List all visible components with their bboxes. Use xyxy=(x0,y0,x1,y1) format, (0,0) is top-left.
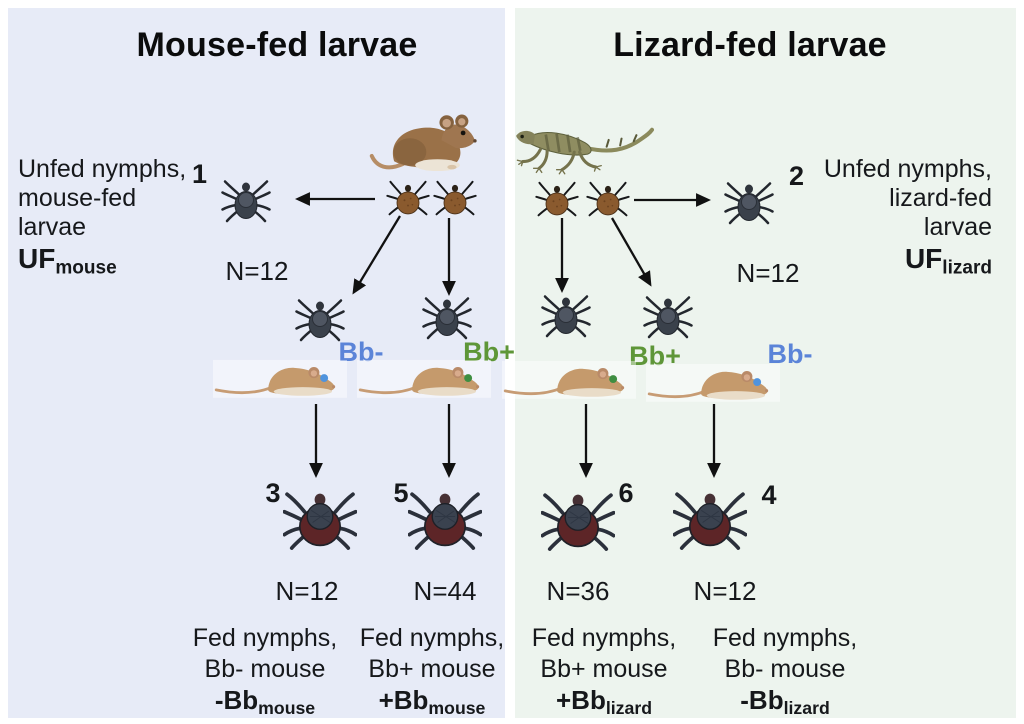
group-4-caption: Fed nymphs, Bb- mouse -Bblizard xyxy=(713,623,858,724)
group-number-2: 2 xyxy=(789,161,805,191)
group-number-3: 3 xyxy=(265,478,281,508)
nymph-icon-2 xyxy=(422,296,472,340)
right-panel-title: Lizard-fed larvae xyxy=(613,26,887,64)
right-unfed-n: N=12 xyxy=(736,258,800,288)
caption-line: Bb+ mouse xyxy=(368,655,496,683)
caption-line: Bb+ mouse xyxy=(540,655,668,683)
caption-line: larvae xyxy=(18,213,87,241)
group-code: +Bblizard xyxy=(555,685,652,718)
caption-line: Fed nymphs, xyxy=(712,624,858,652)
fed-nymph-icon-group-6 xyxy=(541,491,615,552)
mouse-icon xyxy=(369,106,481,175)
group-number-4: 4 xyxy=(761,480,777,510)
lab-mouse-icon-bb-neg xyxy=(213,353,347,400)
fed-nymph-icon-group-3 xyxy=(283,490,357,551)
fed-nymph-icon-group-5 xyxy=(408,490,482,551)
group-4-n: N=12 xyxy=(693,576,757,606)
lab-mouse-icon-bb-pos xyxy=(502,354,636,401)
group-number-1: 1 xyxy=(192,159,208,189)
larva-icon-lizard-2 xyxy=(586,180,630,219)
lizard-icon xyxy=(512,110,654,178)
left-unfed-caption: Unfed nymphs, mouse-fed larvae UFmouse xyxy=(18,155,186,282)
bb-status-label: Bb- xyxy=(767,339,813,369)
group-code: -Bblizard xyxy=(740,685,830,718)
unfed-nymph-icon-group-1 xyxy=(221,179,271,223)
caption-line: Bb- mouse xyxy=(204,655,326,683)
nymph-icon-1 xyxy=(295,298,345,342)
group-number-6: 6 xyxy=(618,478,634,508)
group-code: +Bbmouse xyxy=(378,685,486,718)
caption-line: Fed nymphs, xyxy=(192,624,338,652)
lab-mouse-icon-bb-neg xyxy=(646,357,780,404)
group-code: UFmouse xyxy=(18,243,117,279)
caption-line: Fed nymphs, xyxy=(359,624,505,652)
unfed-nymph-icon-group-2 xyxy=(724,181,774,225)
larva-icon-mouse-1 xyxy=(386,179,430,218)
group-5-n: N=44 xyxy=(413,576,477,606)
nymph-icon-4 xyxy=(643,295,693,339)
group-3-caption: Fed nymphs, Bb- mouse -Bbmouse xyxy=(193,623,338,724)
group-code: UFlizard xyxy=(904,243,992,279)
caption-line: larvae xyxy=(923,213,992,241)
group-6-caption: Fed nymphs, Bb+ mouse +Bblizard xyxy=(532,623,677,724)
lab-mouse-icon-bb-pos xyxy=(357,353,491,400)
group-code: -Bbmouse xyxy=(214,685,316,718)
group-6-n: N=36 xyxy=(546,576,610,606)
left-panel-title: Mouse-fed larvae xyxy=(136,26,418,64)
group-5-caption: Fed nymphs, Bb+ mouse +Bbmouse xyxy=(360,623,505,724)
caption-line: mouse-fed xyxy=(18,184,137,212)
caption-line: lizard-fed xyxy=(889,184,992,212)
caption-line: Unfed nymphs, xyxy=(823,155,992,183)
larva-icon-mouse-2 xyxy=(433,179,477,218)
group-number-5: 5 xyxy=(393,478,409,508)
caption-line: Bb- mouse xyxy=(724,655,846,683)
left-unfed-n: N=12 xyxy=(225,256,289,286)
fed-nymph-icon-group-4 xyxy=(673,490,747,551)
caption-line: Unfed nymphs, xyxy=(18,155,187,183)
nymph-icon-3 xyxy=(541,294,591,338)
group-3-n: N=12 xyxy=(275,576,339,606)
larva-icon-lizard-1 xyxy=(535,180,579,219)
caption-line: Fed nymphs, xyxy=(531,624,677,652)
right-unfed-caption: Unfed nymphs, lizard-fed larvae UFlizard xyxy=(824,155,992,282)
